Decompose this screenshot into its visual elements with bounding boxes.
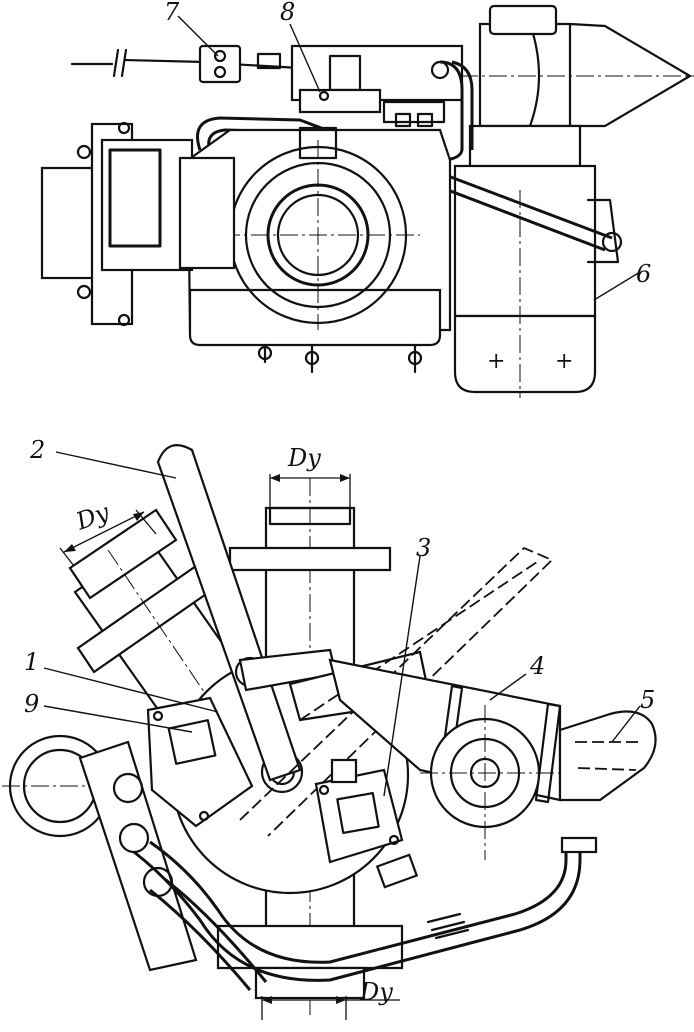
callout-7: 7 bbox=[164, 0, 180, 26]
junction-box-left bbox=[146, 696, 254, 828]
callout-2: 2 bbox=[29, 436, 45, 464]
dimension-label-top: Dy bbox=[287, 444, 321, 472]
actuator-6: + + bbox=[453, 124, 620, 398]
callout-3: 3 bbox=[416, 534, 431, 562]
gearbox-housing bbox=[186, 126, 452, 374]
top-view-assembly: + + bbox=[40, 4, 694, 398]
svg-text:+: + bbox=[555, 349, 573, 374]
callout-8: 8 bbox=[280, 0, 295, 26]
actuator-cylinder-4 bbox=[328, 658, 562, 860]
dimension-dy-inclined bbox=[59, 509, 157, 567]
motor-left bbox=[40, 121, 236, 327]
callout-9: 9 bbox=[24, 690, 39, 718]
callout-5: 5 bbox=[640, 686, 655, 714]
operating-rod bbox=[70, 48, 302, 78]
cross-flange bbox=[228, 546, 392, 572]
svg-text:+: + bbox=[487, 349, 505, 374]
callout-6: 6 bbox=[636, 260, 651, 288]
callout-4: 4 bbox=[529, 652, 545, 680]
hose-lines bbox=[133, 836, 598, 991]
cylinder-nose-5 bbox=[558, 710, 657, 802]
dimension-dy-bottom bbox=[261, 996, 400, 1020]
conical-body bbox=[460, 4, 694, 128]
dimension-label-bottom: Dy bbox=[359, 978, 393, 1006]
callout-leaders bbox=[43, 15, 641, 797]
callout-1: 1 bbox=[24, 648, 39, 676]
lever-bracket-7 bbox=[198, 44, 282, 84]
switch-block-8 bbox=[290, 44, 464, 128]
junction-box-right bbox=[314, 758, 404, 864]
side-view-assembly bbox=[2, 444, 657, 1015]
dimension-dy-top bbox=[269, 474, 351, 508]
